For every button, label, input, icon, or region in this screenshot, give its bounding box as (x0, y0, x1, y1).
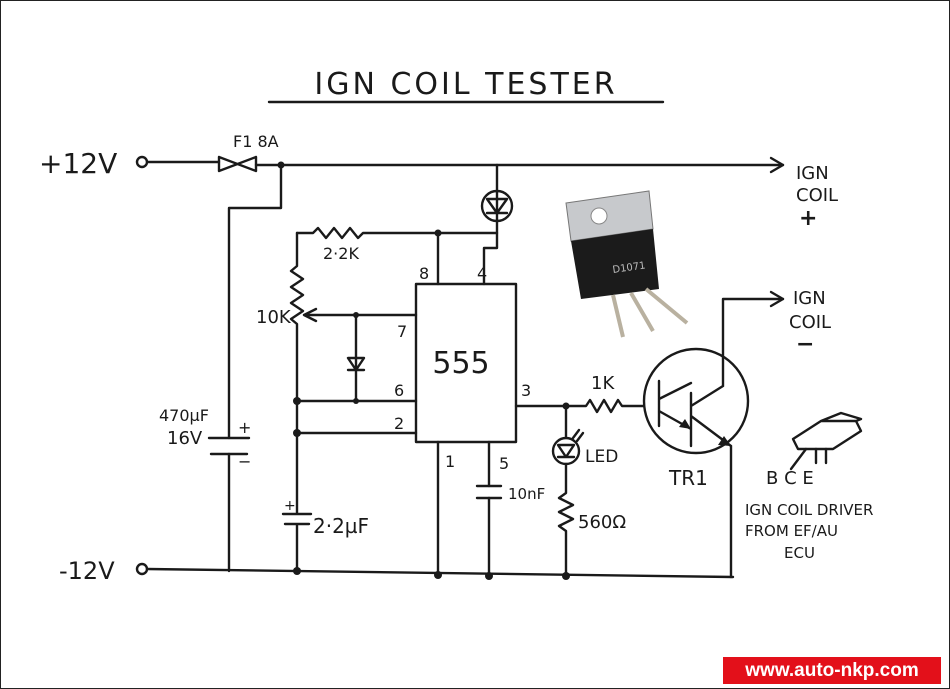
transistor-photo: D1071 (565, 190, 689, 338)
capacitor-2u2 (281, 512, 313, 526)
r560-label: 560Ω (578, 512, 626, 533)
arrow-icon (769, 290, 785, 308)
junction (434, 571, 442, 579)
ic-555 (414, 282, 518, 444)
plus-sign: + (284, 498, 296, 514)
darlington-symbol (657, 297, 785, 579)
pot-wiper (302, 307, 418, 323)
r1k-label: 1K (591, 373, 615, 394)
wire (227, 163, 283, 573)
note-line3: ECU (784, 544, 815, 562)
package-sketch (791, 411, 863, 451)
minus-sign: − (238, 452, 251, 471)
diode-discharge (346, 313, 366, 403)
ign-coil-minus-line2: COIL (789, 312, 831, 333)
resistor-1k (514, 398, 646, 414)
fuse-symbol (217, 155, 258, 173)
ign-coil-plus-line2: COIL (796, 185, 838, 206)
emitter-arrows (679, 419, 731, 446)
pot-label: 10K (256, 307, 292, 328)
diode-symbol (485, 163, 509, 235)
watermark: www.auto-nkp.com (723, 657, 941, 684)
junction (293, 397, 301, 405)
tr1-label: TR1 (668, 466, 708, 490)
fuse-label: F1 8A (233, 132, 279, 151)
pin-7: 7 (397, 322, 407, 341)
capacitor-10n (475, 484, 503, 500)
pin-2: 2 (394, 414, 404, 433)
plus-sign: + (238, 418, 251, 437)
minus12v-terminal (135, 562, 149, 576)
pin-4: 4 (477, 264, 487, 283)
pin-5: 5 (499, 454, 509, 473)
wire-resistor-2k2 (295, 226, 499, 286)
note-line2: FROM EF/AU (745, 522, 838, 540)
package-leads (789, 447, 828, 471)
wire (436, 440, 491, 578)
transistor-tr1 (642, 347, 750, 455)
junction (485, 572, 493, 580)
ic-label: 555 (432, 346, 489, 381)
junction (434, 229, 442, 237)
ign-coil-minus-line1: IGN (793, 288, 826, 309)
junction (353, 398, 359, 404)
ign-coil-plus-sign: + (799, 206, 817, 231)
pin-3: 3 (521, 381, 531, 400)
pinout-label: B C E (766, 468, 814, 489)
pin-1: 1 (445, 452, 455, 471)
note-line1: IGN COIL DRIVER (745, 501, 873, 519)
led-circle (551, 436, 581, 466)
diagram-title: IGN COIL TESTER (314, 67, 617, 102)
plus12v-label: +12V (39, 147, 117, 180)
plus12v-terminal (135, 155, 149, 169)
c10n-label: 10nF (508, 485, 545, 503)
c470-voltage: 16V (167, 428, 203, 449)
led-symbol (556, 428, 585, 459)
pot-10k (289, 231, 305, 573)
arrow-icon (769, 156, 785, 174)
led-label: LED (585, 447, 618, 467)
r2k2-label: 2·2K (323, 244, 359, 263)
gap (285, 514, 309, 524)
junction (293, 429, 301, 437)
wire-led-resistor (557, 404, 575, 578)
c2u2-label: 2·2µF (313, 514, 369, 538)
junction (293, 567, 301, 575)
pin-8: 8 (419, 264, 429, 283)
part-marking: D1071 (612, 260, 646, 276)
c470-label: 470µF (159, 406, 209, 425)
minus12v-label: -12V (59, 557, 115, 585)
ign-coil-plus-line1: IGN (796, 163, 829, 184)
pin-6: 6 (394, 381, 404, 400)
ign-coil-minus-sign: − (796, 332, 814, 357)
capacitor-470uf (207, 436, 251, 456)
